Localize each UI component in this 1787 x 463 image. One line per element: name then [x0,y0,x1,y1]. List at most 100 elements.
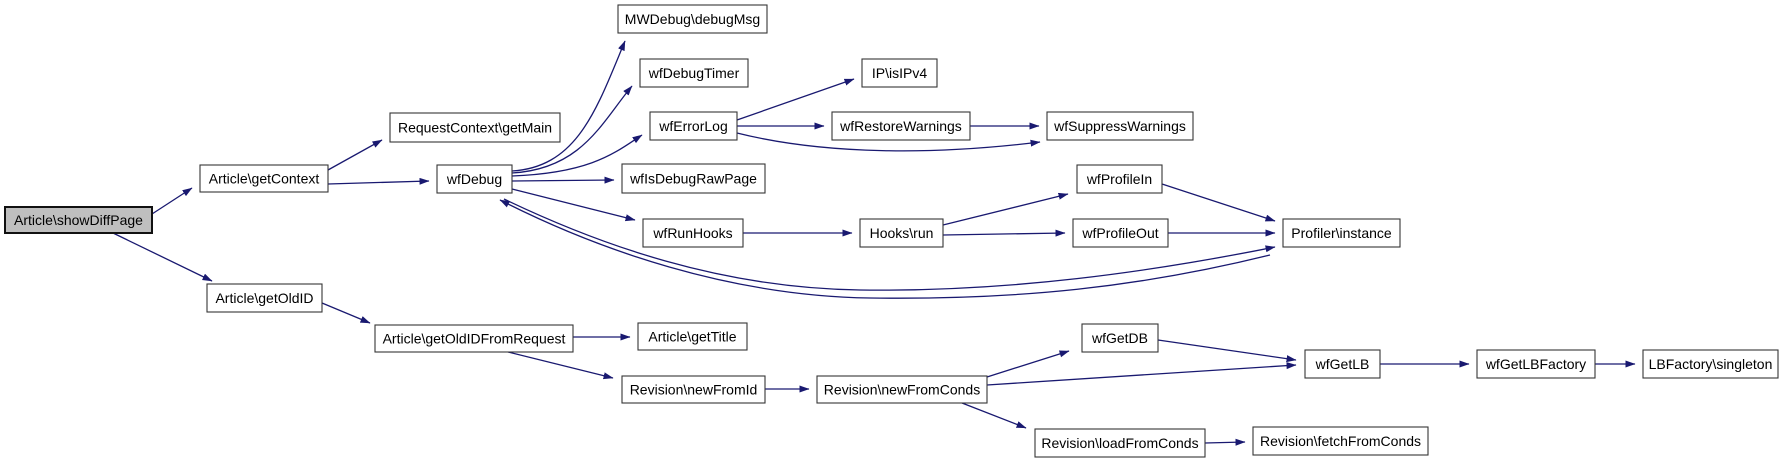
node-label: Revision\fetchFromConds [1260,433,1421,449]
node-isIPv4[interactable]: IP\isIPv4 [861,58,938,88]
edge-hooksRun-to-wfProfileIn [942,192,1069,226]
node-box [4,206,153,234]
node-box[interactable] [1046,111,1194,141]
node-showDiffPage: Article\showDiffPage [4,206,153,234]
node-label: wfDebug [446,171,502,187]
node-wfErrorLog[interactable]: wfErrorLog [649,111,738,141]
edge-profilerInstance-to-wfDebug [499,199,1271,299]
node-box[interactable] [1252,426,1429,456]
node-lbFactorySingleton[interactable]: LBFactory\singleton [1642,349,1779,379]
node-wfGetDB[interactable]: wfGetDB [1081,323,1159,353]
node-box[interactable] [642,218,744,248]
node-box[interactable] [1476,349,1596,379]
node-label: Article\getTitle [648,329,736,345]
node-label: Revision\loadFromConds [1041,435,1198,451]
node-hooksRun[interactable]: Hooks\run [859,218,944,248]
node-loadFromConds[interactable]: Revision\loadFromConds [1034,428,1206,458]
edge-wfGetDB-to-wfGetLB [1157,339,1297,363]
edge-wfDebug-to-wfRunHooks [511,188,636,222]
node-box[interactable] [1081,323,1159,353]
node-box[interactable] [199,164,329,193]
node-debugMsg[interactable]: MWDebug\debugMsg [617,4,768,34]
node-wfGetLBFactory[interactable]: wfGetLBFactory [1476,349,1596,379]
edge-newFromConds-to-wfGetLB [986,362,1297,386]
node-getOldIDFromRequest[interactable]: Article\getOldIDFromRequest [374,324,574,353]
node-box[interactable] [1034,428,1206,458]
node-wfDebug[interactable]: wfDebug [436,164,513,194]
node-getOldID[interactable]: Article\getOldID [206,283,323,313]
node-box[interactable] [831,111,971,141]
node-label: IP\isIPv4 [872,65,927,81]
node-label: wfRunHooks [652,225,732,241]
edge-wfDebug-to-wfIsDebugRawPage [511,176,615,184]
node-label: Profiler\instance [1291,225,1392,241]
node-label: wfDebugTimer [648,65,740,81]
node-box[interactable] [621,163,766,194]
node-wfSuppressWarnings[interactable]: wfSuppressWarnings [1046,111,1194,141]
node-box[interactable] [816,375,988,404]
node-wfProfileOut[interactable]: wfProfileOut [1072,218,1169,248]
edge-getOldID-to-getOldIDFromRequest [321,302,371,324]
edge-showDiffPage-to-getOldID [112,232,213,282]
node-newFromConds[interactable]: Revision\newFromConds [816,375,988,404]
edge-wfErrorLog-to-isIPv4 [736,78,855,121]
node-label: Article\getOldID [215,290,313,306]
node-label: wfProfileIn [1086,171,1152,187]
edge-getContext-to-wfDebug [327,177,430,185]
node-newFromId[interactable]: Revision\newFromId [621,375,766,404]
node-box[interactable] [389,112,561,143]
node-label: wfRestoreWarnings [839,118,962,134]
node-getMain[interactable]: RequestContext\getMain [389,112,561,143]
edge-wfErrorLog-to-wfSuppressWarnings [736,132,1041,152]
node-box[interactable] [859,218,944,248]
node-label: wfIsDebugRawPage [629,171,757,187]
node-box[interactable] [637,322,748,351]
edge-getContext-to-getMain [327,139,383,171]
node-box[interactable] [1304,349,1381,379]
node-label: RequestContext\getMain [398,120,552,136]
edge-wfDebug-to-wfErrorLog [511,134,643,177]
node-box[interactable] [436,164,513,194]
node-box[interactable] [1282,218,1401,248]
node-label: MWDebug\debugMsg [625,11,760,27]
node-label: Article\showDiffPage [14,212,143,228]
node-label: wfGetLB [1315,356,1370,372]
node-box[interactable] [1072,218,1169,248]
edge-newFromConds-to-wfGetDB [986,350,1070,378]
node-box[interactable] [206,283,323,313]
node-box[interactable] [374,324,574,353]
node-label: wfProfileOut [1081,225,1158,241]
edge-newFromConds-to-loadFromConds [961,402,1027,429]
node-wfIsDebugRawPage[interactable]: wfIsDebugRawPage [621,163,766,194]
node-label: wfGetLBFactory [1485,356,1586,372]
node-wfDebugTimer[interactable]: wfDebugTimer [639,58,749,88]
edge-loadFromConds-to-fetchFromConds [1204,438,1246,446]
node-wfRestoreWarnings[interactable]: wfRestoreWarnings [831,111,971,141]
node-profilerInstance[interactable]: Profiler\instance [1282,218,1401,248]
node-box[interactable] [1076,164,1163,194]
node-box[interactable] [617,4,768,34]
node-box[interactable] [649,111,738,141]
edge-wfProfileIn-to-profilerInstance [1161,183,1276,222]
node-getTitle[interactable]: Article\getTitle [637,322,748,351]
node-label: wfSuppressWarnings [1053,118,1186,134]
node-wfGetLB[interactable]: wfGetLB [1304,349,1381,379]
node-box[interactable] [861,58,938,88]
node-wfProfileIn[interactable]: wfProfileIn [1076,164,1163,194]
node-getContext[interactable]: Article\getContext [199,164,329,193]
node-label: wfGetDB [1091,330,1148,346]
node-box[interactable] [639,58,749,88]
node-label: wfErrorLog [658,118,727,134]
node-label: Hooks\run [870,225,934,241]
edge-wfDebug-to-profilerInstance [503,198,1276,291]
node-wfRunHooks[interactable]: wfRunHooks [642,218,744,248]
node-fetchFromConds[interactable]: Revision\fetchFromConds [1252,426,1429,456]
node-label: Article\getOldIDFromRequest [383,331,566,347]
node-label: Article\getContext [209,171,320,187]
edge-showDiffPage-to-getContext [151,187,193,215]
node-label: Revision\newFromId [630,382,758,398]
node-label: LBFactory\singleton [1649,356,1773,372]
node-box[interactable] [1642,349,1779,379]
node-box[interactable] [621,375,766,404]
